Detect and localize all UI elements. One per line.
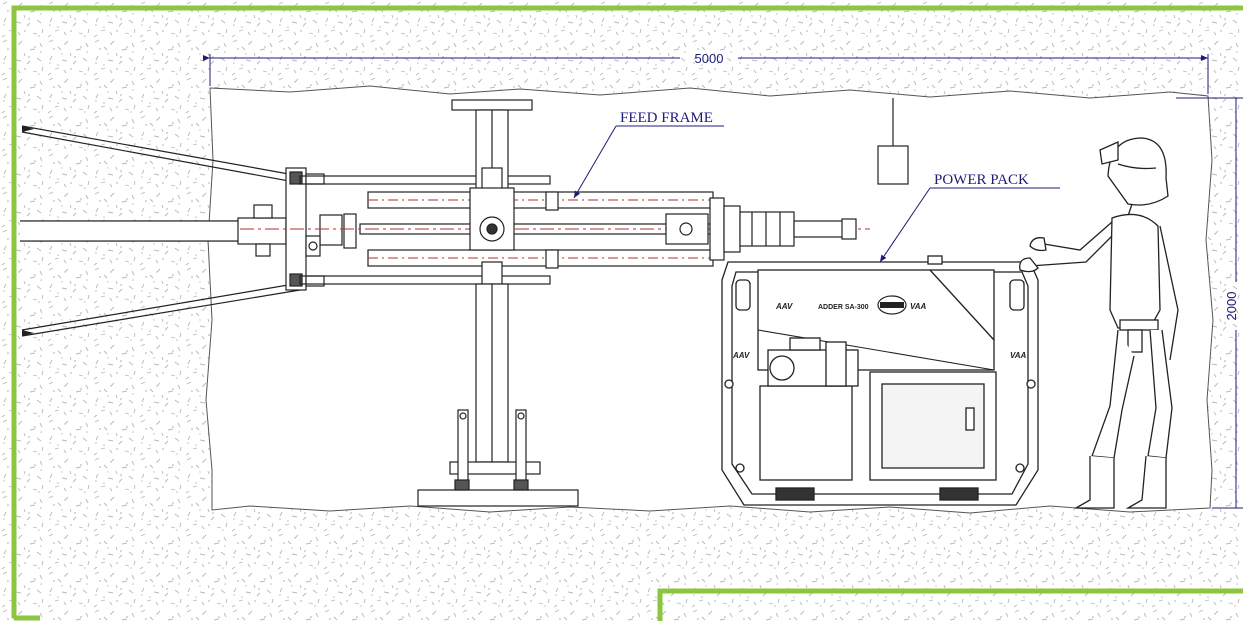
power-pack-leader — [879, 187, 931, 263]
front-clamp-assembly — [237, 167, 357, 291]
power-pack-unit — [721, 255, 1039, 506]
mast-column — [417, 99, 579, 507]
height-dimension — [1176, 97, 1243, 509]
frame-border — [11, 5, 1243, 621]
pack-side-left-badge: AAV — [732, 351, 750, 360]
width-dimension-label: 5000 — [695, 51, 724, 66]
feed-frame-leader — [573, 125, 617, 199]
upper-anchor-rod — [21, 125, 301, 184]
pack-right-badge: VAA — [910, 302, 927, 311]
hanging-lamp — [877, 98, 909, 185]
feed-frame-callout: FEED FRAME — [620, 110, 713, 126]
height-dimension-label: 2000 — [1224, 292, 1239, 321]
pack-side-right-badge: VAA — [1010, 351, 1027, 360]
drill-head — [665, 197, 857, 261]
operator-figure — [1019, 137, 1179, 509]
pack-logo-icon — [877, 295, 907, 315]
pack-left-badge: AAV — [775, 302, 793, 311]
motor — [767, 337, 859, 387]
lower-anchor-rod — [21, 282, 301, 337]
power-pack-callout: POWER PACK — [934, 172, 1029, 188]
pack-model-text: ADDER SA-300 — [818, 304, 869, 311]
tunnel-cavity — [205, 85, 1214, 514]
width-dimension — [203, 54, 1209, 94]
